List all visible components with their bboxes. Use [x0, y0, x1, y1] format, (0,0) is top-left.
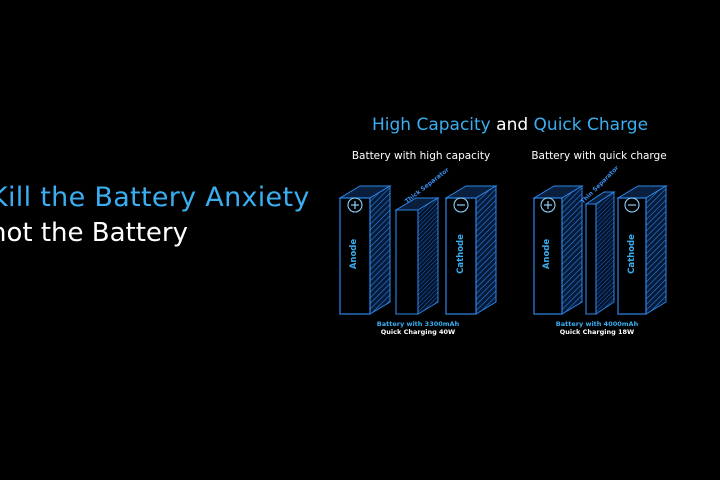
- diagram-title: High Capacity and Quick Charge: [340, 112, 680, 138]
- right-panel-title: Battery with quick charge: [531, 150, 667, 162]
- left-anode-block: [338, 185, 392, 315]
- right-cathode-label: Cathode: [627, 234, 637, 274]
- left-cathode-label: Cathode: [456, 234, 466, 274]
- title-part-and: and: [496, 115, 529, 135]
- headline: Kill the Battery Anxiety: [0, 182, 310, 213]
- right-cathode-block: [616, 185, 668, 315]
- left-thick-separator: [394, 197, 440, 315]
- right-anode-block: [532, 185, 584, 315]
- title-part-quick-charge: Quick Charge: [533, 115, 649, 135]
- minus-circle-icon: [624, 197, 640, 213]
- right-anode-label: Anode: [542, 239, 552, 270]
- plus-circle-icon: [540, 197, 556, 213]
- left-anode-label: Anode: [349, 239, 359, 270]
- right-caption-capacity: Battery with 4000mAh: [555, 320, 639, 328]
- minus-circle-icon: [453, 197, 469, 213]
- left-caption-capacity: Battery with 3300mAh: [376, 320, 460, 328]
- left-panel-title: Battery with high capacity: [351, 150, 491, 162]
- left-caption-charging: Quick Charging 40W: [380, 328, 456, 336]
- right-caption-charging: Quick Charging 18W: [559, 328, 635, 336]
- left-cathode-block: [444, 185, 498, 315]
- title-part-high-capacity: High Capacity: [371, 115, 491, 135]
- right-thin-separator: [584, 191, 616, 315]
- plus-circle-icon: [347, 197, 363, 213]
- subheadline: not the Battery: [0, 218, 189, 248]
